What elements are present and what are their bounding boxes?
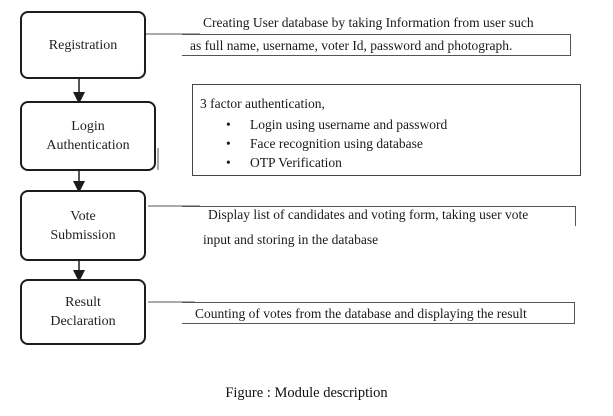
- figure-caption: Figure : Module description: [225, 385, 388, 401]
- auth-factor-text: Face recognition using database: [250, 136, 423, 151]
- auth-description-title: 3 factor authentication,: [200, 96, 325, 111]
- module-login-authentication: Login Authentication: [20, 101, 156, 171]
- auth-factor-item: • OTP Verification: [226, 153, 447, 172]
- auth-factor-item: • Login using username and password: [226, 115, 447, 134]
- description-frame-vote: [182, 206, 576, 226]
- module-vote-submission: Vote Submission: [20, 190, 146, 261]
- description-vote-line2: input and storing in the database: [203, 232, 379, 247]
- module-login-label-line2: Authentication: [46, 138, 130, 153]
- description-frame-registration: [182, 34, 571, 56]
- module-registration-label: Registration: [48, 37, 118, 53]
- module-vote-label-line1: Vote: [70, 208, 96, 224]
- module-registration: Registration: [20, 11, 146, 79]
- module-result-label-line1: Result: [65, 295, 101, 310]
- description-registration-line1: Creating User database by taking Informa…: [203, 15, 534, 30]
- description-vote-line1: Display list of candidates and voting fo…: [208, 207, 529, 222]
- module-result-declaration: Result Declaration: [20, 279, 146, 345]
- auth-factor-text: OTP Verification: [250, 155, 342, 170]
- description-registration-line2: as full name, username, voter Id, passwo…: [190, 38, 513, 53]
- auth-factor-item: • Face recognition using database: [226, 134, 447, 153]
- module-vote-label-line2: Submission: [50, 227, 116, 243]
- bullet-icon: •: [226, 136, 231, 151]
- description-result-line1: Counting of votes from the database and …: [195, 306, 527, 321]
- auth-factor-text: Login using username and password: [250, 117, 448, 132]
- module-result-label-line2: Declaration: [50, 314, 116, 329]
- bullet-icon: •: [226, 117, 231, 132]
- auth-factor-list: • Login using username and password • Fa…: [226, 115, 447, 172]
- bullet-icon: •: [226, 155, 231, 170]
- description-frame-result: [182, 302, 575, 324]
- auth-description-box: [192, 84, 581, 176]
- module-login-label-line1: Login: [71, 119, 105, 134]
